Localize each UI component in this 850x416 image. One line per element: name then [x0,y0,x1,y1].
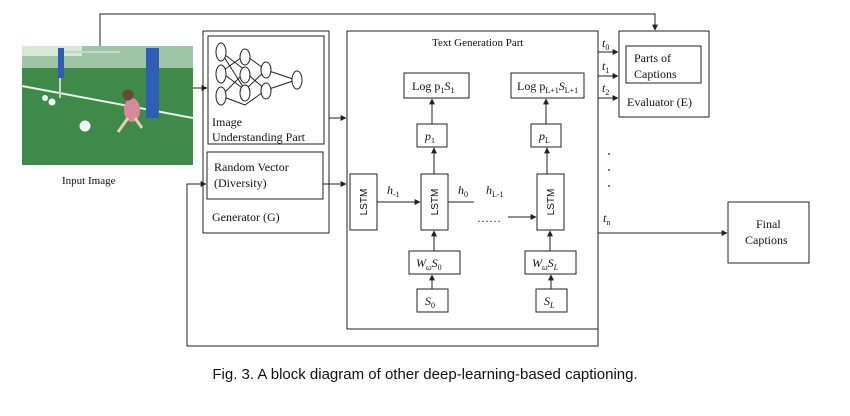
s0-label: S0 [425,294,435,310]
vertical-dots [608,153,610,187]
final-captions-box [727,201,810,264]
final-label-2: Captions [745,233,788,247]
t2-label: t2 [602,81,609,97]
figure-caption: Fig. 3. A block diagram of other deep-le… [212,366,638,383]
lstm-label-last: LSTM [546,189,557,216]
pL-label: pL [538,129,550,145]
log-pL-label: Log pL+1SL+1 [517,79,578,95]
evaluator-title: Evaluator (E) [627,95,692,109]
random-vector-label-1: Random Vector [214,160,289,174]
lstm-label-initial: LSTM [359,189,370,216]
t1-label: t1 [602,59,609,75]
image-part-label-2: Understanding Part [212,130,306,144]
h0-label: h0 [458,183,468,199]
parts-of-captions-box [625,45,702,84]
lstm-box-last [536,173,565,231]
h-prev-label: h-1 [387,183,400,199]
log-pL-box [510,72,585,99]
lstm-box-initial [349,173,378,231]
p1-label: p1 [424,129,435,145]
log-p1-label: Log p1S1 [412,79,454,95]
parts-label-1: Parts of [634,51,671,65]
generator-title: Generator (G) [212,210,280,224]
ellipsis-label: …… [477,211,501,225]
t0-label: t0 [602,36,609,52]
final-label-1: Final [756,217,781,231]
text-generation-title: Text Generation Part [432,37,523,49]
hL1-label: hL-1 [486,183,504,199]
parts-label-2: Captions [634,67,677,81]
input-image-label: Input Image [62,175,116,187]
block-diagram: Input Image Image Understanding Part Ran… [21,13,810,347]
random-vector-box [206,151,324,200]
random-vector-label-2: (Diversity) [214,176,267,190]
connection-lines [99,13,728,347]
tn-label: tn [603,211,610,227]
neural-net-icon [215,42,303,106]
lstm-label-first: LSTM [430,189,441,216]
sL-label: SL [544,294,555,310]
input-image [21,46,194,165]
text-gen-arrows [377,98,554,289]
image-part-label-1: Image [212,115,242,129]
we-s0-label: WωS0 [416,256,442,272]
we-sL-label: WωSL [532,256,559,272]
log-p1-box [403,72,470,99]
